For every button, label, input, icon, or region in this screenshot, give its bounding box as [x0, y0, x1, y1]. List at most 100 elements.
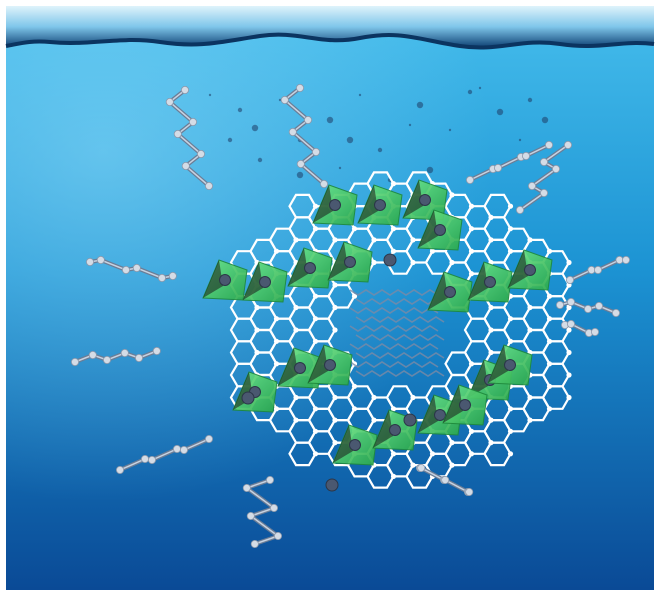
framework-atom — [371, 394, 377, 401]
chain-atom — [168, 271, 177, 280]
chain-atom — [96, 255, 105, 264]
bubble — [257, 157, 263, 163]
chain-atom — [204, 434, 213, 443]
metal-atom — [524, 264, 536, 276]
inner-chain — [349, 325, 439, 332]
chain-atom — [564, 140, 573, 149]
chain-atom — [556, 300, 565, 309]
framework-atom — [390, 226, 397, 232]
inner-chain — [349, 307, 439, 314]
framework-atom — [449, 440, 455, 446]
chain-atom — [591, 327, 600, 336]
framework-atom — [410, 259, 416, 266]
polyhedron-shadow — [313, 185, 333, 223]
framework-atom — [429, 451, 436, 457]
polyhedron-shadow — [468, 262, 488, 300]
chain-atom — [552, 164, 561, 173]
polyhedron-shadow — [333, 425, 353, 463]
framework-atom — [332, 304, 338, 311]
framework-atom — [488, 440, 494, 446]
hexagon-bond — [541, 385, 571, 410]
metal-atom — [383, 253, 397, 267]
framework-atom — [546, 248, 553, 254]
chain-atom — [250, 540, 259, 549]
chain-atom — [540, 188, 549, 197]
framework-atom — [371, 417, 377, 423]
framework-atom — [566, 349, 572, 356]
polyhedron-shadow — [418, 395, 438, 433]
metal-atom — [444, 286, 456, 298]
bubble — [296, 171, 304, 179]
framework-atom — [488, 237, 494, 243]
chain-atom — [465, 487, 474, 496]
metal-atom — [349, 439, 361, 451]
framework-atom — [507, 203, 514, 209]
framework-atom — [546, 361, 553, 367]
chain-atom — [295, 84, 304, 93]
framework-atom — [566, 304, 572, 311]
alkane-chain — [116, 434, 213, 474]
polyhedron-shadow — [328, 242, 348, 280]
chain-atom — [71, 357, 80, 366]
metal-atom — [344, 256, 356, 268]
framework-atom — [488, 349, 494, 356]
chain-atom — [273, 532, 282, 541]
chain-atom — [103, 355, 112, 364]
chain-atom — [173, 129, 182, 138]
metal-atom — [434, 409, 446, 421]
water-surface — [6, 6, 654, 48]
metal-atom — [304, 262, 316, 274]
bubble — [237, 107, 243, 113]
polyhedron-shadow — [488, 345, 508, 383]
chain-atom — [584, 304, 593, 313]
polyhedron-shadow — [288, 248, 308, 286]
framework-atom — [390, 451, 397, 457]
framework-atom — [507, 428, 514, 434]
bubble — [541, 116, 549, 124]
framework-atom — [293, 394, 299, 401]
alkane-chain — [465, 140, 554, 184]
framework-atom — [371, 259, 377, 266]
metal-atom — [403, 413, 417, 427]
alkane-chain — [242, 475, 282, 549]
framework-atom — [332, 417, 338, 423]
polyhedron-shadow — [278, 348, 298, 386]
chain-bond-highlight — [245, 479, 280, 545]
alkane-chain — [86, 255, 177, 282]
framework-atom — [468, 451, 475, 457]
bubble — [496, 108, 504, 116]
alkane-chains — [71, 84, 631, 549]
framework-atom — [254, 349, 260, 356]
framework-atom — [488, 304, 494, 311]
bubble — [467, 89, 473, 95]
framework-atom — [468, 428, 475, 434]
framework-atom — [390, 248, 397, 254]
chain-atom — [540, 157, 549, 166]
metal-atom — [504, 359, 516, 371]
framework-atom — [293, 417, 299, 423]
polyhedron-shadow — [508, 250, 528, 288]
chain-atom — [265, 475, 274, 484]
chain-atom — [204, 181, 213, 190]
framework-atom — [254, 304, 260, 311]
alkane-chain — [415, 463, 474, 496]
chain-bond-highlight — [469, 144, 550, 181]
framework-atom — [507, 338, 514, 344]
chain-atom — [152, 346, 161, 355]
framework-atom — [449, 462, 455, 468]
bubble — [358, 93, 362, 97]
framework-atom — [507, 248, 514, 254]
framework-atom — [332, 237, 338, 243]
inner-chain — [355, 298, 445, 305]
framework-atom — [429, 248, 436, 254]
chain-atom — [595, 301, 604, 310]
framework-atom — [273, 248, 280, 254]
inner-chain — [355, 316, 445, 323]
chain-atom — [303, 116, 312, 125]
framework-atom — [312, 428, 319, 434]
alkane-chain — [280, 84, 328, 188]
chain-atom — [132, 263, 141, 272]
chain-bond-highlight — [519, 144, 569, 211]
polyhedron-shadow — [358, 185, 378, 223]
